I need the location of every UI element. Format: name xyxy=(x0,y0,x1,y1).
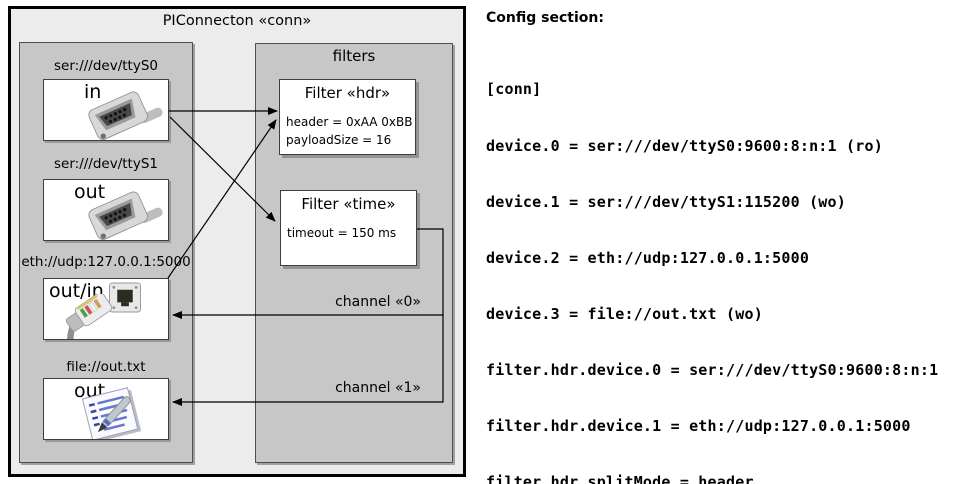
device-label-ttyS0: ser:///dev/ttyS0 xyxy=(54,58,158,74)
config-line: filter.hdr.splitMode = header xyxy=(486,473,754,484)
filters-container: filters Filter «hdr» header = 0xAA 0xBB … xyxy=(255,43,453,463)
channel-0-label: channel «0» xyxy=(335,294,421,310)
filters-title: filters xyxy=(332,47,376,65)
device-box-eth: out/in xyxy=(43,278,169,340)
device-box-ttyS0: in xyxy=(43,79,169,141)
device-box-file: out xyxy=(43,378,169,440)
device-port-label: out xyxy=(74,181,106,203)
filter-hdr-attrs: header = 0xAA 0xBB payloadSize = 16 xyxy=(286,113,412,149)
filter-hdr-box: Filter «hdr» header = 0xAA 0xBB payloadS… xyxy=(279,79,416,155)
config-line: device.0 = ser:///dev/ttyS0:9600:8:n:1 (… xyxy=(486,136,883,155)
config-line: device.1 = ser:///dev/ttyS1:115200 (wo) xyxy=(486,192,846,211)
device-box-ttyS1: out xyxy=(43,179,169,241)
filter-attr: payloadSize = 16 xyxy=(286,133,392,147)
notepad-pen-icon xyxy=(70,385,156,440)
channel-1-label: channel «1» xyxy=(335,380,421,396)
piconnector-frame: PIConnecton «conn» ser:///dev/ttyS0 in s… xyxy=(8,6,466,477)
device-port-label: in xyxy=(84,81,102,103)
filter-time-box: Filter «time» timeout = 150 ms xyxy=(280,190,417,266)
config-line: [conn] xyxy=(486,80,542,99)
filter-hdr-title: Filter «hdr» xyxy=(304,84,391,102)
filter-attr: timeout = 150 ms xyxy=(287,226,397,240)
config-heading: Config section: xyxy=(486,10,604,26)
filter-time-title: Filter «time» xyxy=(301,195,396,213)
serial-connector-image xyxy=(78,187,166,241)
devices-container: ser:///dev/ttyS0 in ser:///dev/ttyS1 out… xyxy=(19,42,193,463)
config-section: Config section: [conn] device.0 = ser://… xyxy=(486,10,948,484)
device-label-file: file://out.txt xyxy=(66,359,146,375)
device-label-eth: eth://udp:127.0.0.1:5000 xyxy=(21,254,191,270)
config-line: filter.hdr.device.1 = eth://udp:127.0.0.… xyxy=(486,417,911,436)
filter-attr: header = 0xAA 0xBB xyxy=(286,115,413,129)
device-port-label: out/in xyxy=(49,280,104,302)
config-lines: [conn] device.0 = ser:///dev/ttyS0:9600:… xyxy=(486,43,948,484)
config-line: device.2 = eth://udp:127.0.0.1:5000 xyxy=(486,248,810,267)
diagram-title: PIConnecton «conn» xyxy=(162,13,312,29)
serial-connector-image xyxy=(78,87,166,141)
ethernet-cable-image xyxy=(48,294,134,340)
filter-time-attrs: timeout = 150 ms xyxy=(287,224,396,242)
config-line: device.3 = file://out.txt (wo) xyxy=(486,304,763,323)
device-label-ttyS1: ser:///dev/ttyS1 xyxy=(54,156,158,172)
config-line: filter.hdr.device.0 = ser:///dev/ttyS0:9… xyxy=(486,360,939,379)
